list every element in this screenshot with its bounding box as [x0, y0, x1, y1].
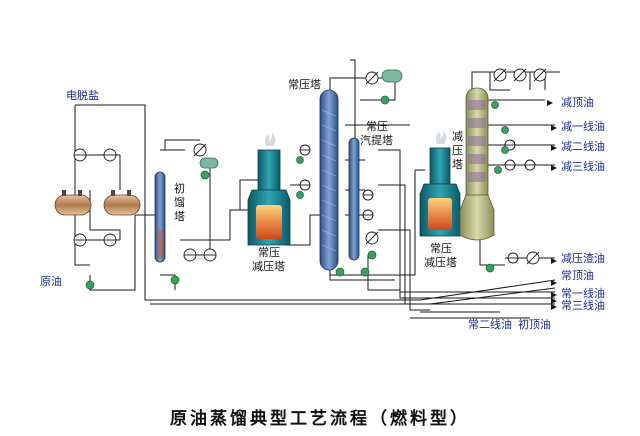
- label-vac-tower-2: 压: [452, 144, 463, 157]
- label-atm-heater-1: 常压: [258, 246, 280, 259]
- product-initial-top-oil: 初顶油: [518, 317, 551, 331]
- vacuum-heater-furnace: [419, 130, 461, 237]
- heat-exchangers: [73, 68, 547, 265]
- label-initial-tower-3: 塔: [174, 210, 185, 223]
- product-atm-third-line-oil: 常三线油: [561, 298, 605, 312]
- desalter-vessel-left: [54, 190, 92, 216]
- label-vac-tower-1: 减: [452, 130, 463, 143]
- label-atm-heater-2: 减压塔: [252, 260, 285, 273]
- product-atm-first-line-oil: 常一线油: [561, 286, 605, 300]
- initial-reflux-drum: [199, 157, 219, 169]
- product-vac-residue: 减压渣油: [561, 251, 605, 265]
- atmospheric-tower: [319, 89, 339, 271]
- product-atm-top-oil: 常顶油: [561, 268, 594, 282]
- label-initial-tower-1: 初: [174, 181, 185, 195]
- page-title: 原油蒸馏典型工艺流程（燃料型）: [170, 409, 470, 429]
- label-initial-tower: 初 馏 塔: [174, 181, 185, 223]
- product-vac-top-oil: 减顶油: [561, 95, 594, 109]
- product-vac-second-line-oil: 减二线油: [561, 139, 605, 153]
- label-vac-tower: 减 压 塔: [452, 130, 463, 171]
- label-vac-heater-2: 减压塔: [424, 256, 457, 269]
- label-atm-heater: 常压 减压塔: [252, 246, 285, 273]
- label-crude-oil: 原油: [40, 274, 62, 288]
- atmospheric-heater-furnace: [247, 132, 291, 246]
- atm-reflux-drum: [381, 69, 403, 83]
- product-atm-second-line-oil: 常二线油: [468, 317, 512, 331]
- atmospheric-stripper-tower: [348, 137, 360, 261]
- label-stripper-1: 常压: [366, 120, 388, 133]
- product-vac-first-line-oil: 减一线油: [561, 119, 605, 133]
- desalter-vessel-right: [103, 190, 141, 216]
- initial-distillation-tower: [154, 171, 166, 263]
- pumps: [85, 95, 509, 290]
- label-vac-heater: 常压 减压塔: [424, 242, 457, 269]
- product-vac-third-line-oil: 减三线油: [561, 159, 605, 173]
- product-arrows: [547, 100, 557, 310]
- label-vac-tower-3: 塔: [452, 158, 463, 171]
- label-initial-tower-2: 馏: [174, 195, 185, 209]
- vacuum-tower: [459, 87, 495, 241]
- label-vac-heater-1: 常压: [430, 242, 452, 255]
- label-stripper-2: 汽提塔: [360, 133, 393, 147]
- label-atm-tower: 常压塔: [288, 78, 321, 91]
- label-desalting: 电脱盐: [66, 88, 99, 102]
- label-stripper: 常压 汽提塔: [360, 120, 393, 147]
